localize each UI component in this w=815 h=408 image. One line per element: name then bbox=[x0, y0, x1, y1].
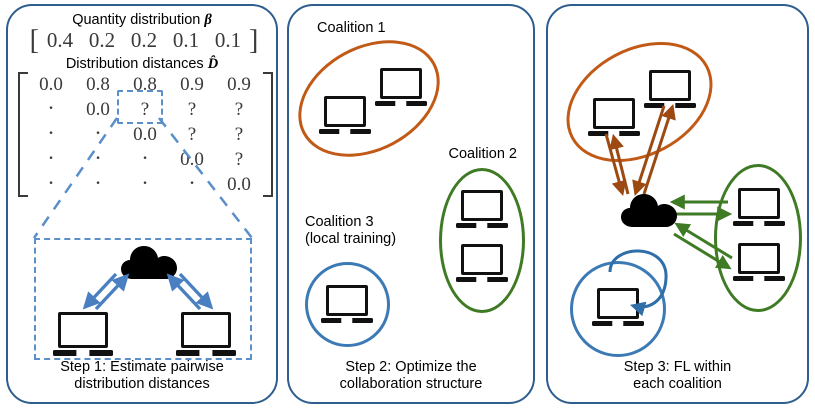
laptop-icon bbox=[456, 190, 508, 228]
matrix-cell: · bbox=[141, 169, 149, 195]
arrow-coalition-1-device-1-to-cloud bbox=[609, 133, 630, 195]
caption-line-1: Step 3: FL within bbox=[623, 358, 732, 375]
matrix-cell: ? bbox=[234, 148, 244, 170]
laptop-icon bbox=[321, 285, 373, 323]
coalition-2-boundary bbox=[439, 168, 525, 313]
beta-symbol: β bbox=[204, 12, 212, 28]
laptop-icon bbox=[375, 68, 427, 106]
coalition-2-label: Coalition 2 bbox=[448, 146, 517, 162]
matrix-bracket-right bbox=[262, 72, 273, 197]
laptop-icon bbox=[53, 312, 113, 356]
matrix-cell: ? bbox=[187, 123, 197, 145]
matrix-cell: · bbox=[141, 144, 149, 170]
matrix-cell: 0.8 bbox=[133, 73, 157, 95]
laptop-icon bbox=[733, 243, 785, 281]
distribution-distances-label: Distribution distances bbox=[65, 56, 204, 72]
quantity-distribution-title: Quantity distribution β bbox=[8, 12, 276, 29]
matrix-cell: · bbox=[47, 94, 55, 120]
coalition-3-label: Coalition 3 (local training) bbox=[305, 214, 396, 249]
coalition-3-label-line-1: Coalition 3 bbox=[305, 214, 374, 230]
matrix-cell: 0.0 bbox=[133, 123, 157, 145]
beta-vector: [ 0.4 0.2 0.2 0.1 0.1 ] bbox=[16, 25, 272, 56]
bracket-left: [ bbox=[29, 25, 39, 56]
arrow-cloud-to-coalition-1-device-1 bbox=[604, 133, 627, 197]
matrix-cell: ? bbox=[187, 98, 197, 120]
caption-line-2: collaboration structure bbox=[339, 376, 483, 393]
beta-value-4: 0.1 bbox=[214, 28, 242, 53]
matrix-cell-highlighted: ? bbox=[140, 98, 150, 120]
caption-line-2: each coalition bbox=[633, 376, 722, 393]
arrow-coalition-1-device-2-to-cloud bbox=[642, 104, 676, 195]
distance-matrix: 0.0 0.8 0.8 0.9 0.9 · 0.0 ? ? ? · · 0.0 … bbox=[16, 72, 274, 197]
beta-value-3: 0.1 bbox=[172, 28, 200, 53]
arrow-device-2-to-cloud bbox=[166, 273, 202, 311]
d-hat-symbol: D̂ bbox=[207, 56, 219, 72]
panel-2-caption: Step 2: Optimize the collaboration struc… bbox=[289, 359, 533, 394]
arrow-cloud-to-device-1 bbox=[82, 272, 118, 310]
coalition-2-boundary bbox=[714, 164, 802, 312]
caption-line-1: Step 2: Optimize the bbox=[345, 358, 477, 375]
panel-step-2: Coalition 1 Coalition 2 Coalition 3 (loc… bbox=[278, 4, 535, 404]
matrix-cell: 0.9 bbox=[227, 73, 251, 95]
arrow-device-1-to-cloud bbox=[94, 273, 130, 311]
matrix-cell: · bbox=[188, 169, 196, 195]
cloud-icon bbox=[621, 194, 677, 233]
expander-line-left bbox=[32, 117, 119, 239]
coalition-3-label-line-2: (local training) bbox=[305, 231, 397, 248]
coalition-1-label: Coalition 1 bbox=[317, 20, 386, 36]
step3-arrows bbox=[604, 104, 733, 317]
cloud-glyph bbox=[121, 246, 177, 279]
panel-1-caption: Step 1: Estimate pairwise distribution d… bbox=[8, 359, 276, 394]
arrow-coalition-3-self-loop bbox=[608, 249, 668, 317]
laptop-icon bbox=[456, 244, 508, 282]
matrix-cell: ? bbox=[234, 123, 244, 145]
matrix-cell: 0.0 bbox=[86, 98, 110, 120]
bracket-right: ] bbox=[249, 25, 259, 56]
panel-step-1: Quantity distribution β [ 0.4 0.2 0.2 0.… bbox=[6, 4, 278, 404]
arrow-cloud-to-coalition-2-device-2 bbox=[673, 232, 732, 270]
matrix-cell: · bbox=[47, 119, 55, 145]
arrow-cloud-to-device-2 bbox=[178, 272, 214, 310]
caption-line-1: Step 1: Estimate pairwise bbox=[60, 358, 224, 375]
laptop-icon bbox=[733, 188, 785, 226]
panel-step-3: Step 3: FL within each coalition bbox=[545, 4, 809, 404]
laptop-icon bbox=[176, 312, 236, 356]
coalition-3-boundary bbox=[570, 261, 666, 357]
panel-3-caption: Step 3: FL within each coalition bbox=[548, 359, 807, 394]
beta-value-1: 0.2 bbox=[88, 28, 116, 53]
beta-value-2: 0.2 bbox=[130, 28, 158, 53]
laptop-icon bbox=[319, 96, 371, 134]
matrix-bracket-left bbox=[17, 72, 28, 197]
caption-line-2: distribution distances bbox=[74, 376, 210, 393]
distribution-distances-title: Distribution distances D̂ bbox=[8, 56, 276, 73]
matrix-cell: · bbox=[47, 144, 55, 170]
callout-expander-lines bbox=[32, 117, 253, 239]
cloud-glyph bbox=[621, 194, 677, 227]
matrix-cell: 0.0 bbox=[39, 73, 63, 95]
arrow-cloud-to-coalition-1-device-2 bbox=[632, 105, 666, 196]
matrix-cell: ? bbox=[234, 98, 244, 120]
quantity-distribution-label: Quantity distribution bbox=[72, 12, 201, 28]
cloud-icon bbox=[121, 246, 177, 285]
callout-box bbox=[34, 238, 252, 360]
matrix-cell: · bbox=[94, 144, 102, 170]
matrix-cell: 0.0 bbox=[227, 173, 251, 195]
step1-arrows bbox=[82, 272, 214, 311]
laptop-icon bbox=[588, 98, 640, 136]
arrow-coalition-2-device-2-to-cloud bbox=[674, 222, 733, 260]
matrix-cell: 0.9 bbox=[180, 73, 204, 95]
matrix-grid: 0.0 0.8 0.8 0.9 0.9 · 0.0 ? ? ? · · 0.0 … bbox=[28, 72, 263, 197]
expander-line-right bbox=[158, 117, 253, 239]
beta-value-0: 0.4 bbox=[46, 28, 74, 53]
matrix-cell: · bbox=[94, 169, 102, 195]
matrix-cell: · bbox=[94, 119, 102, 145]
matrix-cell: 0.8 bbox=[86, 73, 110, 95]
matrix-cell: · bbox=[47, 169, 55, 195]
coalition-3-boundary bbox=[305, 262, 390, 347]
